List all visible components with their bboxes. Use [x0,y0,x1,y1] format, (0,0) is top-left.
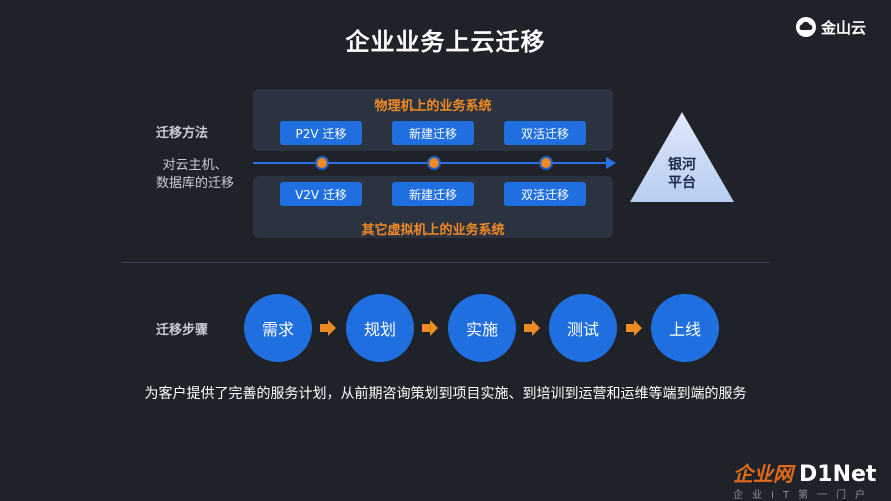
step-requirements[interactable]: 需求 [244,294,312,362]
watermark-subtitle: 企业IT第一门户 [733,490,875,501]
arrow-right-icon [422,320,438,336]
physical-new-migration-button[interactable]: 新建迁移 [392,121,474,145]
cloud-logo-icon [796,17,816,37]
physical-systems-panel: 物理机上的业务系统 P2V 迁移 新建迁移 双活迁移 [253,89,613,151]
watermark-en: D1Net [799,462,877,487]
step-go-live[interactable]: 上线 [651,294,719,362]
virtual-systems-panel: V2V 迁移 新建迁移 双活迁移 其它虚拟机上的业务系统 [253,176,613,238]
p2v-migration-button[interactable]: P2V 迁移 [280,121,362,145]
arrow-right-icon [524,320,540,336]
step-testing[interactable]: 测试 [549,294,617,362]
virtual-active-active-button[interactable]: 双活迁移 [504,182,586,206]
arrow-right-icon [626,320,642,336]
step-implementation[interactable]: 实施 [448,294,516,362]
axis-node [315,156,329,170]
section-divider [122,262,770,263]
service-summary: 为客户提供了完善的服务计划，从前期咨询策划到项目实施、到培训到运营和运维等端到端… [144,386,747,402]
platform-label-line1: 银河 [668,157,696,173]
migration-target-label: 对云主机、 数据库的迁移 [155,158,234,191]
physical-active-active-button[interactable]: 双活迁移 [504,121,586,145]
watermark-cn: 企业网 [733,462,793,486]
axis-node [539,156,553,170]
virtual-panel-title: 其它虚拟机上的业务系统 [361,223,505,238]
axis-arrow-icon [606,157,616,169]
step-planning[interactable]: 规划 [346,294,414,362]
v2v-migration-button[interactable]: V2V 迁移 [280,182,362,206]
axis-node [427,156,441,170]
virtual-new-migration-button[interactable]: 新建迁移 [392,182,474,206]
method-label: 迁移方法 [156,126,209,141]
galaxy-platform: 银河 平台 [628,110,736,204]
page-title: 企业业务上云迁移 [345,28,546,56]
brand-logo: 金山云 [795,16,866,38]
arrow-right-icon [320,320,336,336]
steps-label: 迁移步骤 [156,323,209,338]
platform-label-line2: 平台 [668,175,696,191]
platform-triangle-icon [630,112,734,202]
brand-name: 金山云 [821,18,867,37]
watermark-logo: 企业网 D1Net [733,458,876,487]
physical-panel-title: 物理机上的业务系统 [374,99,492,114]
